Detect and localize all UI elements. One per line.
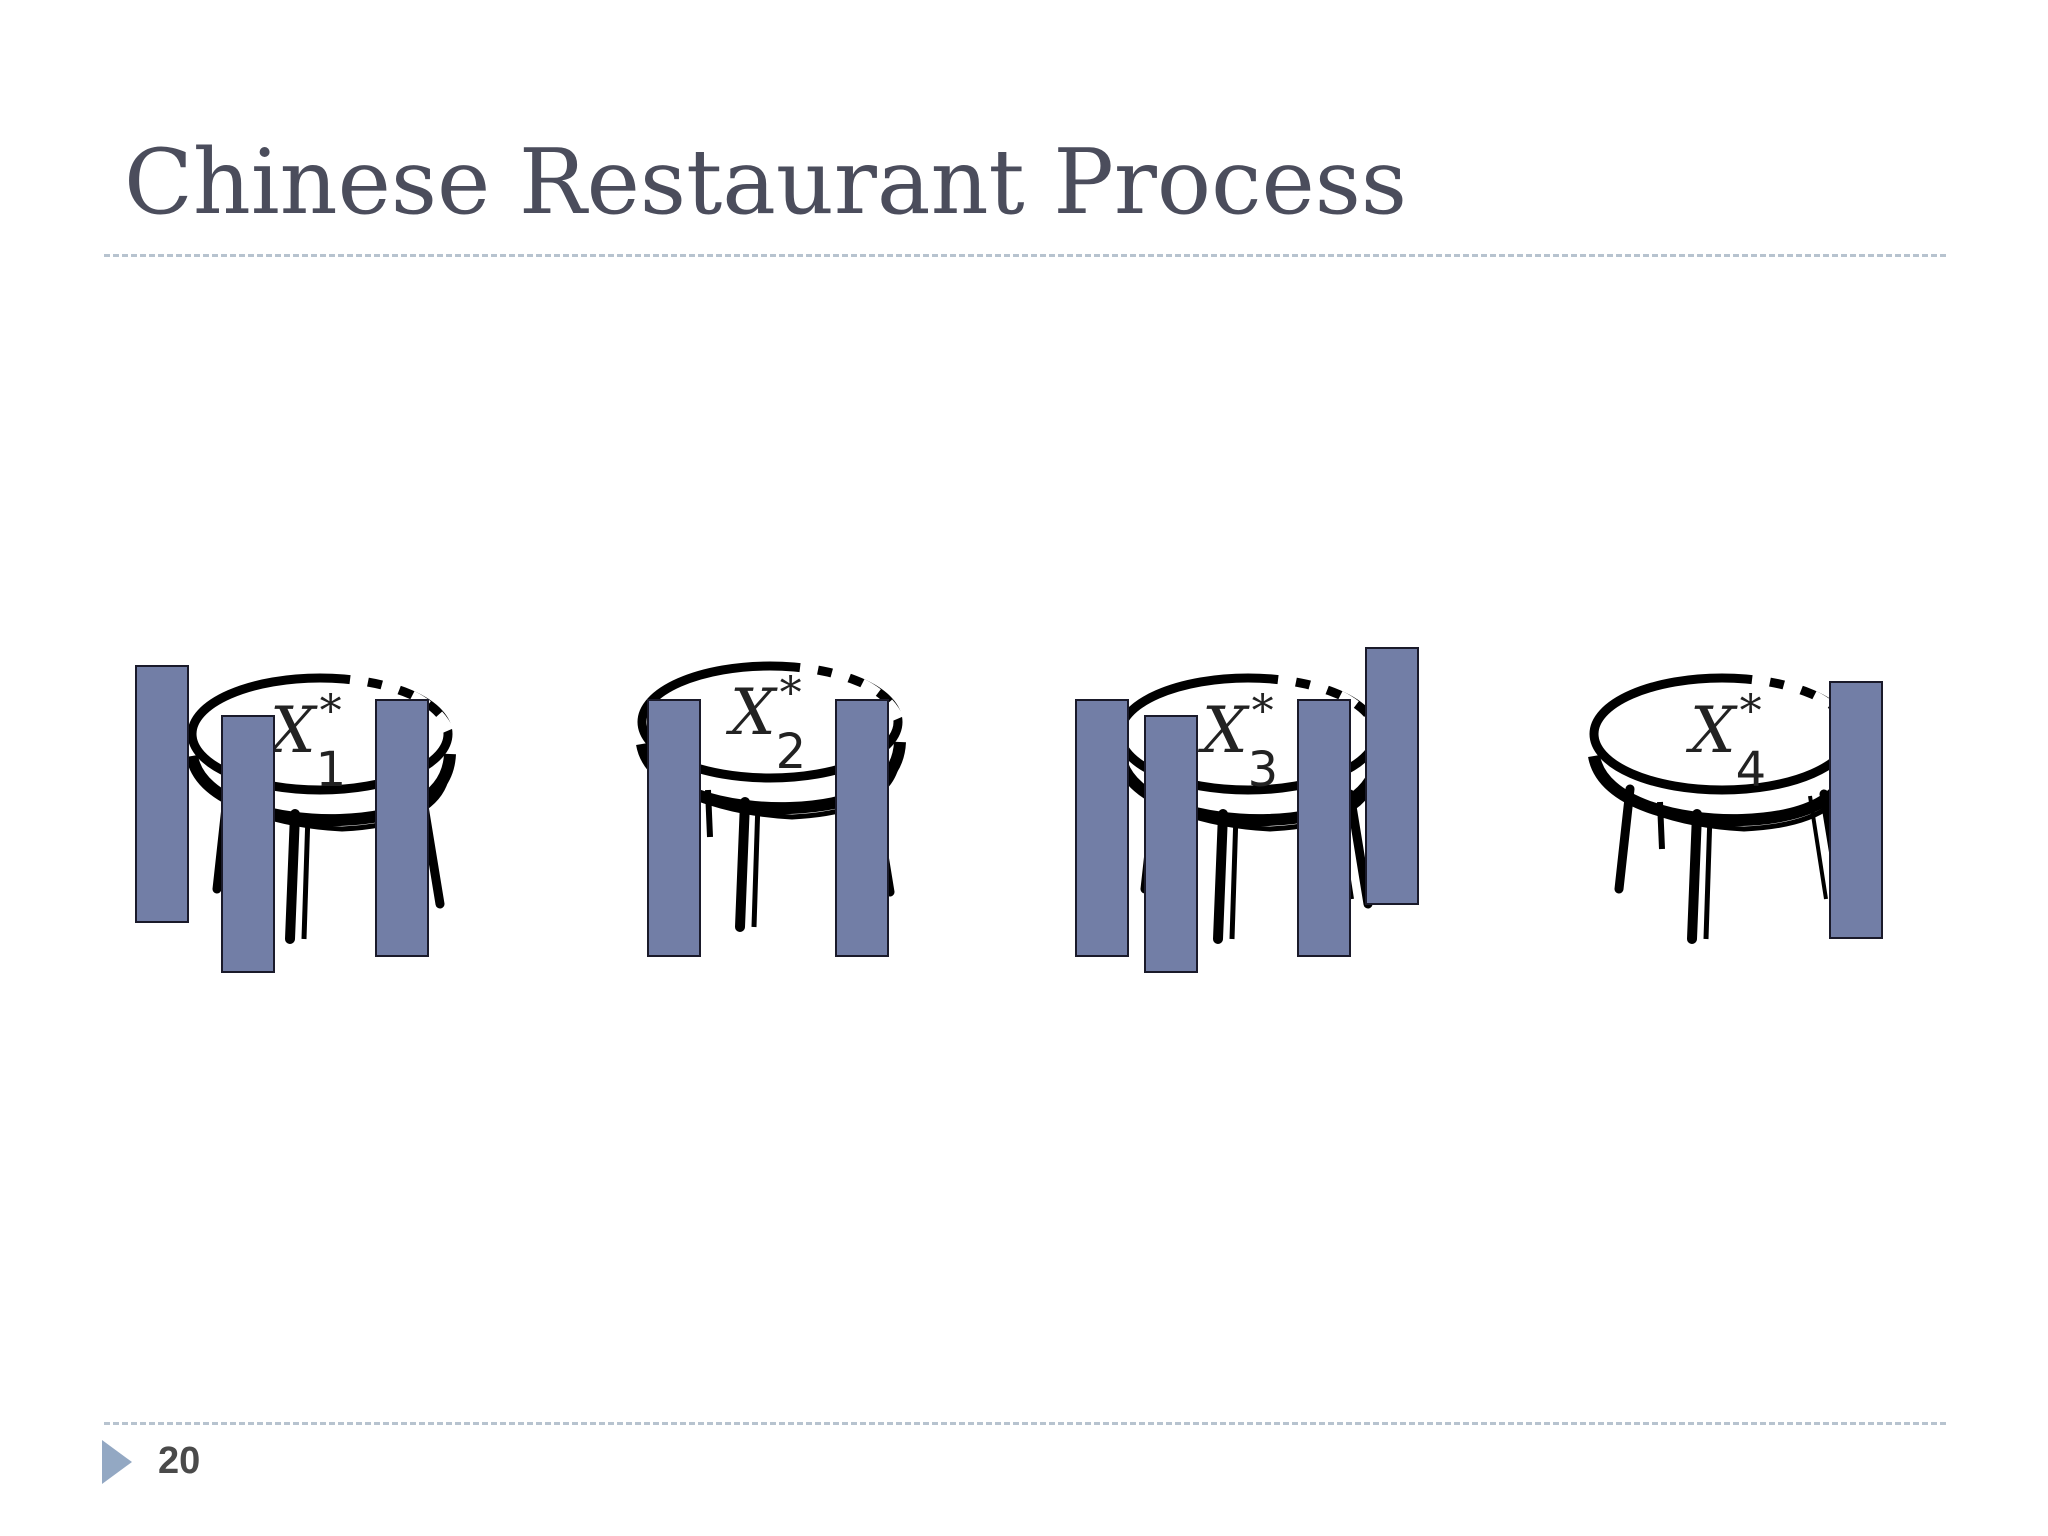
- slide-title: Chinese Restaurant Process: [124, 130, 1408, 235]
- customer-block: [221, 715, 275, 973]
- footer-divider: [104, 1422, 1946, 1425]
- title-divider: [104, 254, 1946, 257]
- customer-block: [835, 699, 889, 957]
- page-number: 20: [158, 1440, 201, 1482]
- customer-block: [1144, 715, 1198, 973]
- table-label-3: X*3: [1197, 686, 1278, 798]
- table-label-2: X*2: [725, 668, 806, 780]
- table-label-4: X*4: [1685, 686, 1766, 798]
- customer-block: [1297, 699, 1351, 957]
- customer-block: [375, 699, 429, 957]
- customer-block: [1829, 681, 1883, 939]
- triangle-right-icon: [102, 1440, 132, 1484]
- customer-block: [135, 665, 189, 923]
- customer-block: [647, 699, 701, 957]
- customer-block: [1075, 699, 1129, 957]
- customer-block: [1365, 647, 1419, 905]
